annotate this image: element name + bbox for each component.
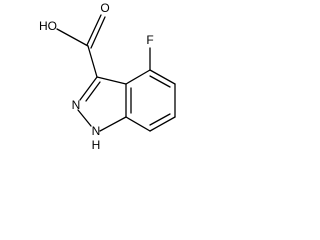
nitrogen-hydrogen-label: H <box>92 138 101 152</box>
bond-c7-c7a <box>125 116 151 132</box>
chemical-structure: HO O F N N H <box>39 1 176 152</box>
bond-n1-c7a <box>99 116 127 132</box>
bond-c3a-c4 <box>125 69 151 85</box>
bond-c6-c7 <box>149 116 176 132</box>
hydroxyl-label: HO <box>39 19 57 33</box>
nitrogen-2-label: N <box>72 98 81 112</box>
bond-c3-carboxyl <box>87 45 98 78</box>
bond-carboxyl-o-b <box>90 16 106 49</box>
bond-c4-c5 <box>149 69 176 85</box>
bond-c3-n2-inner <box>85 81 101 102</box>
bond-c3-n2 <box>79 76 98 101</box>
nitrogen-1-label: N <box>92 124 101 138</box>
carbonyl-oxygen-label: O <box>100 1 109 15</box>
bond-c3-c3a <box>96 76 127 85</box>
bond-c4-c5-inner <box>149 75 171 88</box>
bond-c6-c7-inner <box>149 113 171 126</box>
bond-carboxyl-oh <box>56 28 89 47</box>
bond-n2-n1 <box>77 109 92 127</box>
fluorine-label: F <box>146 33 153 47</box>
bond-carboxyl-o-a <box>86 14 102 46</box>
